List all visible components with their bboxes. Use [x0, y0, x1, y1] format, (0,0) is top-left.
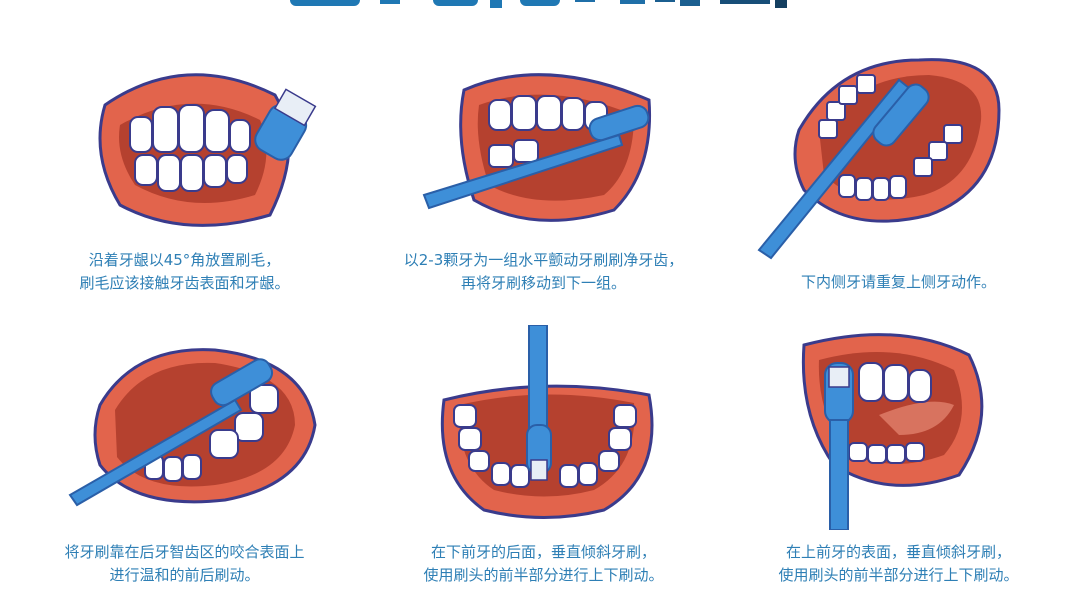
mouth-side-brush-45-icon — [98, 73, 317, 227]
mouth-horizontal-brush-icon — [422, 73, 652, 222]
step-caption: 在下前牙的后面，垂直倾斜牙刷， 使用刷头的前半部分进行上下刷动。 — [423, 543, 664, 584]
mouth-upper-front-brush-icon — [801, 333, 984, 530]
step-caption: 沿着牙龈以45°角放置刷毛， 刷毛应该接触牙齿表面和牙龈。 — [79, 251, 290, 292]
mouth-lower-inner-brush-icon — [757, 58, 1001, 260]
mouth-chewing-surface-brush-icon — [68, 348, 317, 507]
step-caption: 以2-3颗牙为一组水平颤动牙刷刷净牙齿， 再将牙刷移动到下一组。 — [403, 251, 684, 292]
title-partial-graphic — [290, 0, 787, 8]
mouth-lower-front-inner-brush-icon — [440, 325, 654, 519]
step-caption: 在上前牙的表面，垂直倾斜牙刷， 使用刷头的前半部分进行上下刷动。 — [778, 543, 1019, 584]
step-caption: 将牙刷靠在后牙智齿区的咬合表面上 进行温和的前后刷动。 — [64, 543, 305, 584]
step-caption: 下内侧牙请重复上侧牙动作。 — [800, 273, 996, 291]
